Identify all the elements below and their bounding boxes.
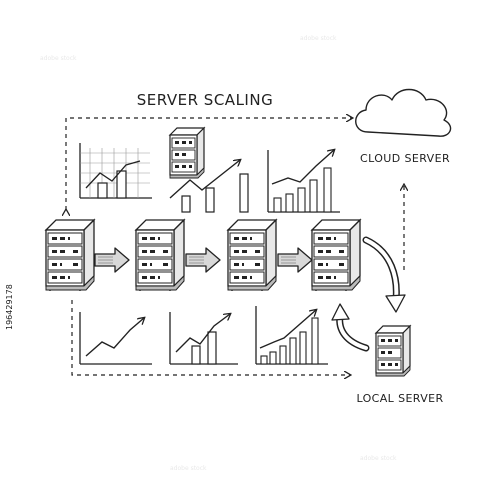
dashed-link-bottom: [71, 300, 350, 375]
svg-text:adobe stock: adobe stock: [40, 55, 77, 62]
server-3: [227, 219, 277, 292]
block-arrow-1: [94, 247, 130, 273]
dashed-link-top: [66, 118, 352, 210]
bottom-chart-3: [255, 306, 328, 365]
block-arrow-2: [185, 247, 221, 273]
svg-text:adobe stock: adobe stock: [360, 455, 397, 462]
watermark-pattern: adobe stock adobe stock adobe stock adob…: [40, 35, 397, 472]
local-server-label: LOCAL SERVER: [356, 392, 443, 405]
diagram-title: SERVER SCALING: [137, 91, 273, 109]
stock-id: 196429178: [5, 284, 14, 330]
block-arrow-3: [277, 247, 313, 273]
svg-text:adobe stock: adobe stock: [170, 465, 207, 472]
svg-text:adobe stock: adobe stock: [300, 35, 337, 42]
top-server-icon: [169, 127, 205, 179]
bottom-chart-1: [79, 312, 152, 365]
top-chart-3: [267, 150, 340, 213]
local-server-icon: [375, 325, 411, 377]
cloud-server-label: CLOUD SERVER: [360, 152, 450, 165]
bottom-chart-2: [169, 312, 238, 365]
top-chart-1: [79, 143, 152, 199]
cloud-icon: [355, 88, 452, 137]
server-1: [45, 219, 95, 292]
server-4: [311, 219, 361, 292]
top-chart-2: [169, 160, 249, 213]
server-2: [135, 219, 185, 292]
